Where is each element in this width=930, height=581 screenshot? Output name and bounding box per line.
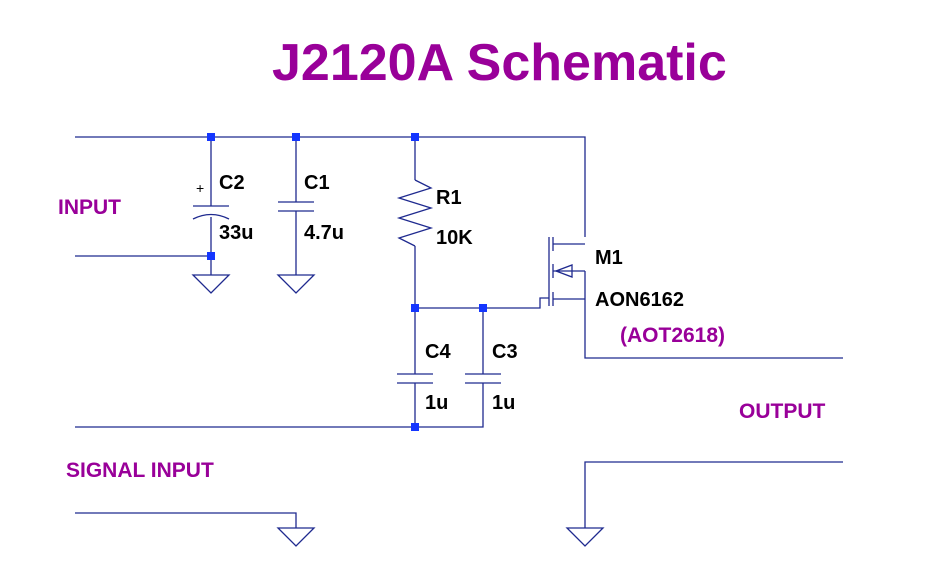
c3-ref-label: C3 (492, 341, 518, 363)
c3-bottom-wire (75, 383, 484, 428)
mosfet-m1-symbol (548, 237, 586, 306)
c3-value-label: 1u (492, 392, 515, 414)
output-label: OUTPUT (739, 400, 826, 423)
junction-node (207, 133, 215, 141)
capacitor-c2-symbol (192, 205, 230, 220)
alt-part-label: (AOT2618) (620, 324, 725, 347)
r1-resistor-symbol (396, 179, 434, 247)
c4-ref-label: C4 (425, 341, 451, 363)
junction-node (411, 423, 419, 431)
m1-ref-label: M1 (595, 247, 623, 269)
junction-node (479, 304, 487, 312)
top-rail-wire (75, 136, 586, 237)
r1-value-label: 10K (436, 227, 473, 249)
page-title: J2120A Schematic (272, 34, 727, 92)
ground-c1-icon (276, 274, 316, 294)
ground-signal-input-icon (276, 527, 316, 547)
r1-ref-label: R1 (436, 187, 462, 209)
m1-value-label: AON6162 (595, 289, 684, 311)
c2-ref-label: C2 (219, 172, 245, 194)
ground-output-icon (565, 527, 605, 547)
c1-ref-label: C1 (304, 172, 330, 194)
junction-node (411, 304, 419, 312)
input-label: INPUT (58, 196, 121, 219)
junction-node (292, 133, 300, 141)
ground-c2-icon (191, 274, 231, 294)
c2-value-label: 33u (219, 222, 253, 244)
c4-value-label: 1u (425, 392, 448, 414)
capacitor-c4-symbol (397, 373, 433, 384)
c2-polarity-mark: + (196, 180, 204, 196)
capacitor-c3-symbol (465, 373, 501, 384)
output-bottom-wire (584, 461, 843, 528)
signal-input-wire (75, 512, 297, 528)
capacitor-c1-symbol (278, 201, 314, 212)
junction-node (207, 252, 215, 260)
signal-input-label: SIGNAL INPUT (66, 459, 214, 482)
c1-value-label: 4.7u (304, 222, 344, 244)
gate-wire (415, 297, 549, 309)
output-top-wire (584, 299, 843, 359)
junction-node (411, 133, 419, 141)
